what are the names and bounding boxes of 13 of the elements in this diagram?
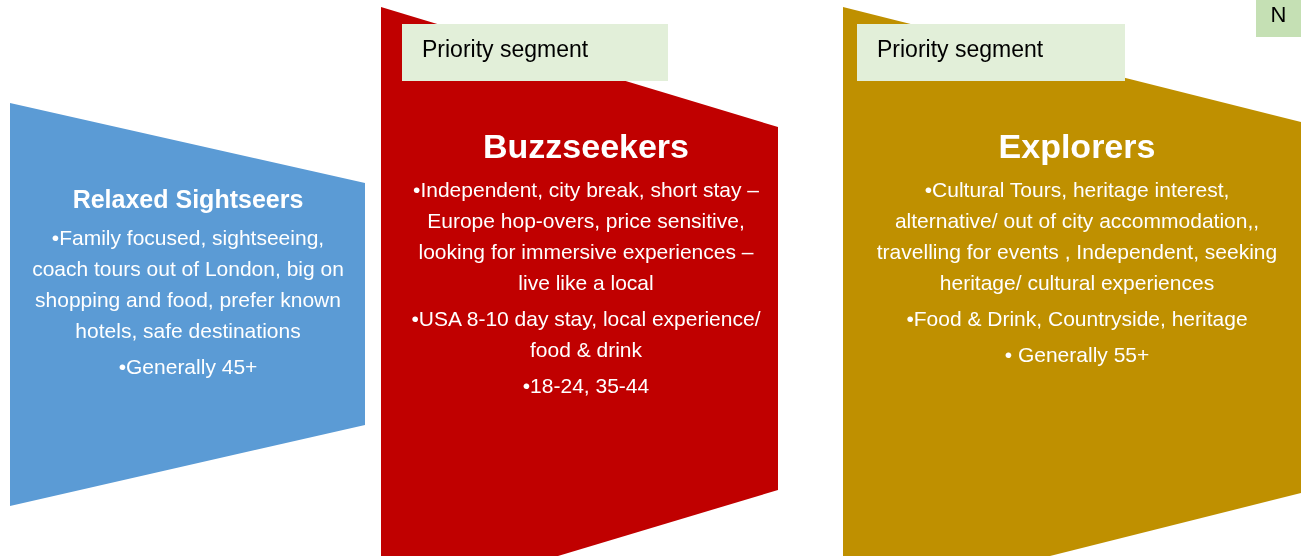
bullet-point: •Food & Drink, Countryside, heritage — [905, 306, 1249, 332]
segment-heading: Relaxed Sightseers — [71, 185, 305, 214]
bullet-point: •Cultural Tours, heritage interest, alternative/ out of city accommodation,, travelling for events , Independent, seeking heritage/ cultural experiences — [875, 177, 1279, 296]
bullet-point: •Generally 45+ — [117, 354, 259, 380]
note-tag: N — [1256, 0, 1301, 37]
segment-heading: Buzzseekers — [482, 127, 690, 166]
bullet-point: •USA 8-10 day stay, local experience/ food & drink — [411, 306, 761, 363]
bullet-point: •Family focused, sightseeing, coach tours out of London, big on shopping and food, prefer known hotels, safe destinations — [32, 225, 344, 344]
segment-heading: Explorers — [997, 127, 1157, 166]
bullet-point: •Independent, city break, short stay – Europe hop-overs, price sensitive, looking for immersive experiences – live like a local — [412, 177, 760, 296]
bullet-point: • Generally 55+ — [1003, 342, 1151, 368]
bullet-point: •18-24, 35-44 — [521, 373, 651, 399]
priority-tag: Priority segment — [402, 24, 668, 81]
